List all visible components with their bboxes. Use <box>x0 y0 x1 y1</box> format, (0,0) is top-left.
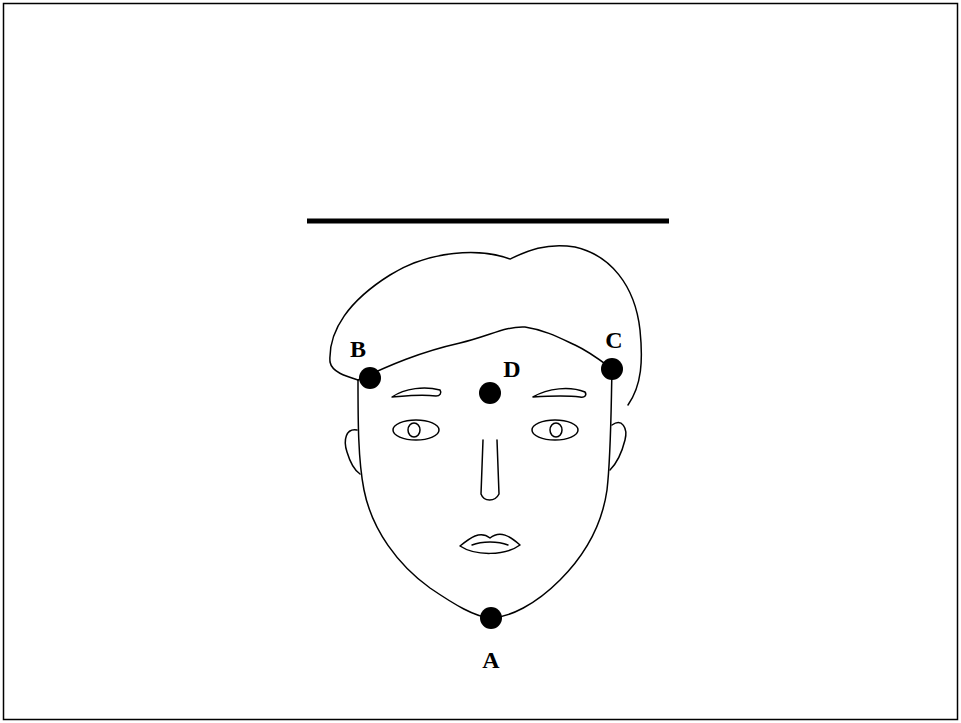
frame-border <box>4 4 958 720</box>
mouth <box>460 534 520 553</box>
left-ear <box>345 430 360 474</box>
mouth-line <box>472 542 508 545</box>
point-label: A <box>482 648 499 672</box>
point-label: C <box>605 328 622 352</box>
point-dot <box>359 367 381 389</box>
point-dot <box>601 358 623 380</box>
right-eyebrow <box>533 389 586 398</box>
nose <box>481 440 499 500</box>
hair-outline <box>330 246 642 405</box>
reference-line <box>307 219 669 224</box>
right-ear <box>610 423 626 470</box>
point-label: B <box>350 337 366 361</box>
point-dot <box>479 382 501 404</box>
hairline <box>358 327 612 380</box>
face-outline <box>358 369 612 618</box>
right-eye <box>532 420 578 440</box>
left-pupil <box>408 423 420 437</box>
point-label: D <box>503 357 520 381</box>
left-eyebrow <box>392 388 441 397</box>
point-dot <box>480 607 502 629</box>
right-pupil <box>550 423 562 437</box>
left-eye <box>393 420 439 440</box>
